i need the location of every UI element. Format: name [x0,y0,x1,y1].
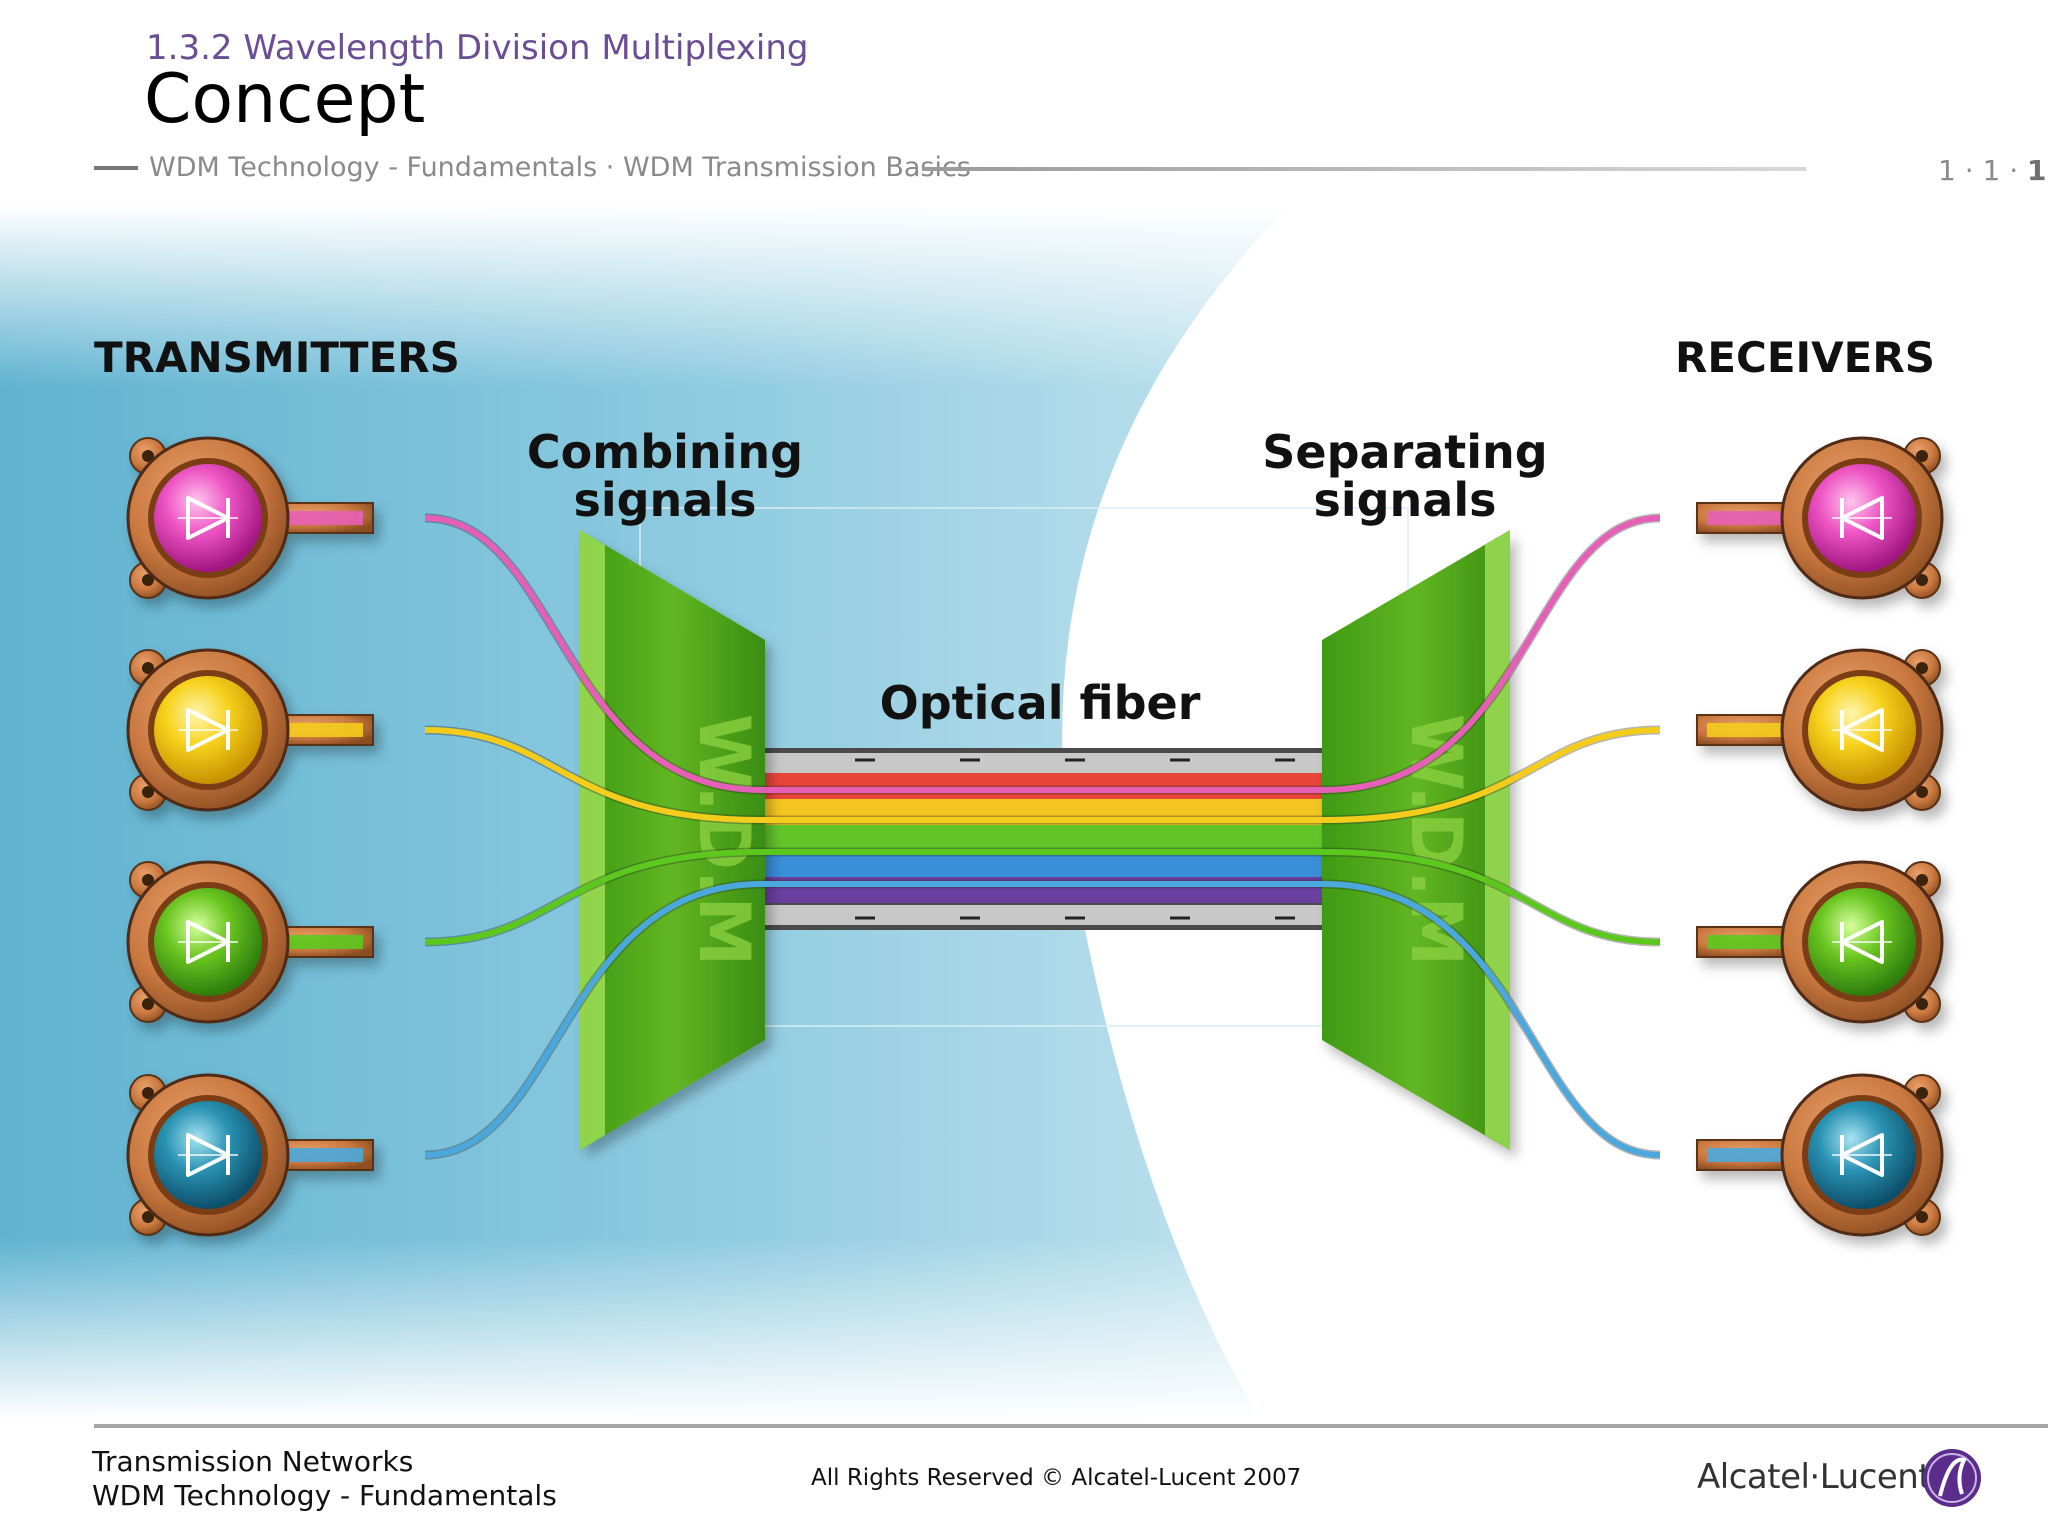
separating-label: Separating signals [1260,428,1550,524]
fiber-pink [1323,515,1661,793]
separating-line-1: Separating [1262,425,1548,479]
receivers-label: RECEIVERS [1675,333,1935,382]
footer-rule [94,1424,2048,1428]
alcatel-lucent-logo-icon [1923,1449,1981,1507]
transmitter-blue [126,1073,374,1237]
footer-course: Transmission Networks [92,1445,414,1478]
fiber-blue [1323,881,1661,1158]
optical-fiber-label: Optical fiber [879,676,1201,730]
breadcrumb-rule [922,167,1806,171]
transmitter-green [126,860,374,1024]
page-number: 1 · 1 · 1 [1938,154,2047,187]
devices [126,436,1944,1237]
receiver-green [1696,860,1944,1024]
breadcrumb: WDM Technology - Fundamentals · WDM Tran… [149,152,971,183]
page-number-prefix: 1 · 1 · [1938,154,2028,187]
wdm-demultiplexer: W.D.M [1322,530,1510,1150]
combining-line-2: signals [573,473,757,527]
page-number-last: 1 [2027,154,2047,187]
fiber-yellow [424,727,763,823]
fiber-band [762,773,1324,799]
transmitter-pink [126,436,374,600]
optical-fiber [762,748,1324,930]
fiber-blue [424,881,763,1158]
receiver-pink [1696,436,1944,600]
breadcrumb-dash [94,166,138,170]
separating-line-2: signals [1313,473,1497,527]
footer-module: WDM Technology - Fundamentals [92,1479,557,1512]
section-subtitle: 1.3.2 Wavelength Division Multiplexing [146,28,809,68]
brand-name: Alcatel·Lucent [1697,1457,1932,1497]
page-title: Concept [144,60,426,139]
receiver-blue [1696,1073,1944,1237]
transmitters-label: TRANSMITTERS [94,333,460,382]
fiber-pink [424,515,763,793]
fiber-band [762,851,1324,877]
receiver-yellow [1696,648,1944,812]
mux-label: W.D.M [683,714,765,966]
signal-fibers [424,513,1661,1160]
fiber-band [762,825,1324,851]
fiber-yellow [1323,727,1661,823]
fiber-green [1323,849,1661,945]
transmitter-yellow [126,648,374,812]
combining-line-1: Combining [526,425,804,479]
footer-copyright: All Rights Reserved © Alcatel-Lucent 200… [811,1465,1302,1491]
fiber-green [424,849,763,945]
combining-label: Combining signals [520,428,810,524]
